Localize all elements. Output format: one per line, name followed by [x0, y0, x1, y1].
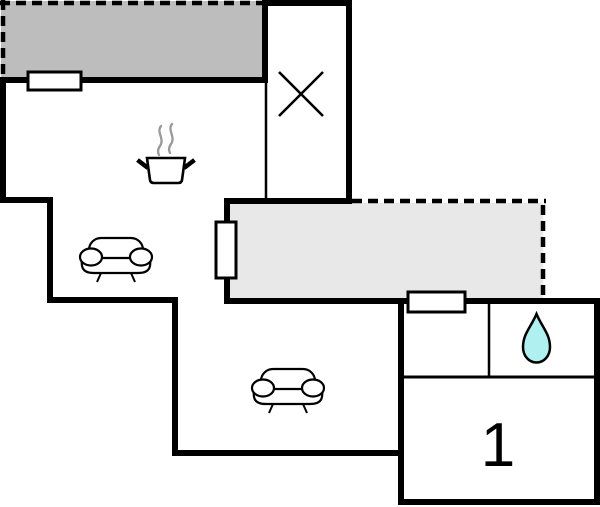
bedroom-number-label: 1: [481, 411, 515, 480]
steam-icon: [156, 122, 174, 157]
terrace-right-area: [230, 203, 543, 298]
pot-handle-left: [136, 158, 150, 170]
water-drop-icon: [521, 310, 552, 364]
x-cross-icon: [278, 71, 324, 117]
window-icon: [214, 220, 238, 280]
walls-thin: [264, 80, 596, 379]
pot-body: [145, 156, 187, 185]
terrace-top-left-area: [1, 1, 263, 79]
pot-handle-right: [182, 158, 196, 170]
x-cross-stroke: [278, 71, 324, 117]
sofa-icon: [78, 236, 154, 284]
dashed-boundaries: [0, 0, 546, 301]
window-icon: [406, 290, 467, 314]
steam-line: [156, 124, 163, 157]
cooking-pot-icon: [136, 122, 196, 185]
steam-line: [167, 122, 174, 155]
window-icon: [26, 70, 83, 92]
windows: [26, 70, 467, 314]
sofa-icon: [250, 367, 326, 415]
